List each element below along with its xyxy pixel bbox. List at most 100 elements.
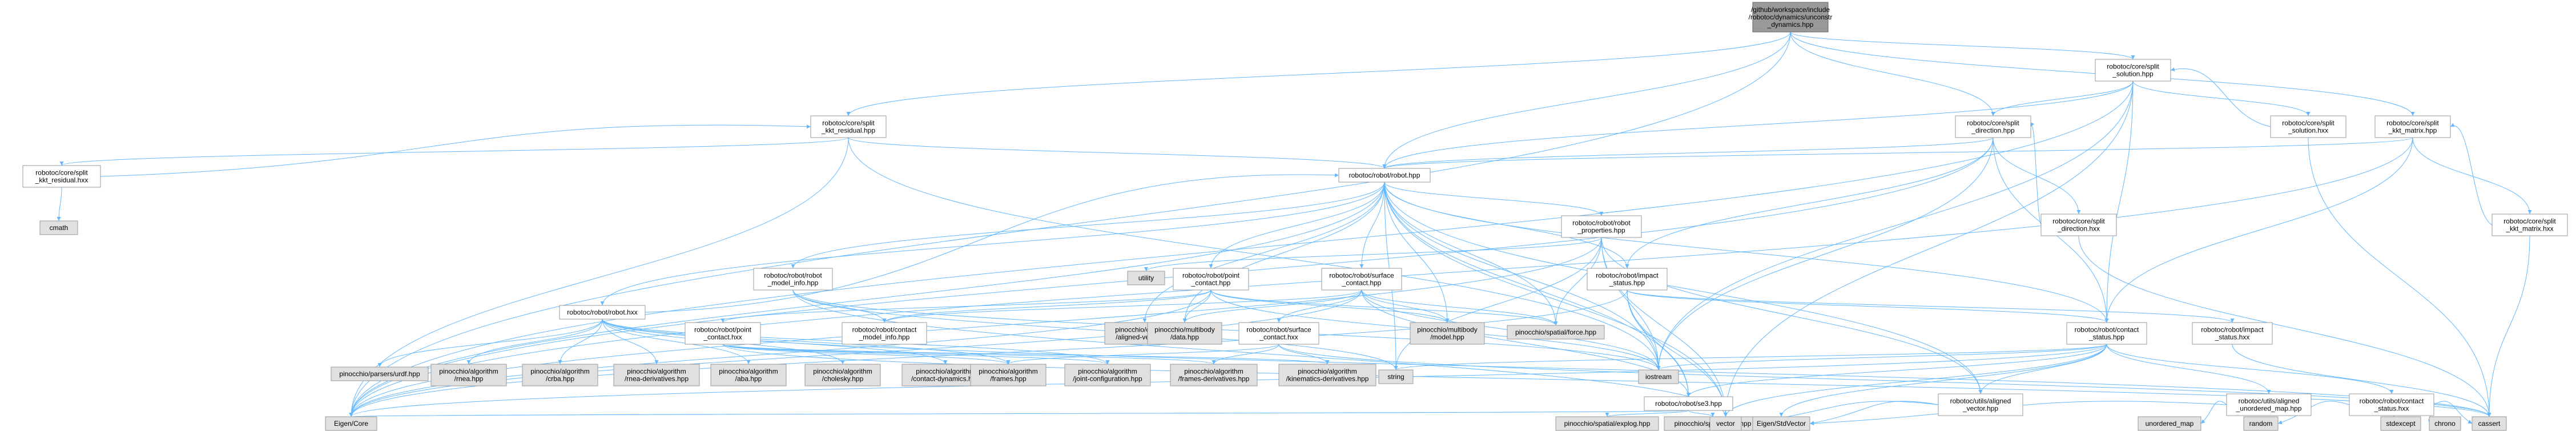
- node-kktreshxx[interactable]: robotoc/core/split_kkt_residual.hxx: [22, 165, 101, 188]
- edge-robot-to-alignedvechpp: [1384, 182, 1983, 394]
- node-robot[interactable]: robotoc/robot/robot.hpp: [1338, 168, 1431, 183]
- edge-contactstatus-to-alignedvechpp: [1978, 344, 2107, 394]
- node-label-line: /crba.hpp: [546, 375, 574, 383]
- node-rneaderiv: pinocchio/algorithm/rnea-derivatives.hpp: [613, 364, 700, 386]
- node-label-line: pinocchio/algorithm: [813, 368, 872, 376]
- node-label-line: /frames.hpp: [990, 375, 1027, 383]
- edge-impactstatushxx-to-cassert: [2232, 344, 2492, 417]
- edge-robot-to-iostream: [1384, 182, 1661, 370]
- node-contactmodelinfo[interactable]: robotoc/robot/contact_model_info.hpp: [842, 322, 927, 345]
- edge-contactstatus-to-contactstatushxx: [2106, 344, 2394, 394]
- node-label-line: pinocchio/algorithm: [916, 368, 975, 376]
- edge-robothxx-to-robot: [645, 173, 1339, 313]
- node-kktmathxx[interactable]: robotoc/core/split_kkt_matrix.hxx: [2492, 214, 2568, 236]
- node-ptcontact[interactable]: robotoc/robot/point_contact.hpp: [1173, 268, 1249, 291]
- edge-ptcontacthxx-to-kinderiv: [722, 344, 1330, 365]
- edge-root-to-kktres: [846, 31, 1791, 116]
- node-label-line: robotoc/robot/point: [694, 326, 752, 334]
- edge-robothxx-to-rneaderiv: [602, 319, 659, 365]
- edge-robot-to-se3: [1384, 182, 1690, 397]
- node-impactstatus[interactable]: robotoc/robot/impact_status.hpp: [1587, 268, 1668, 291]
- node-label-line: robotoc/robot/contact: [2075, 326, 2139, 334]
- node-alignedvechpp[interactable]: robotoc/utils/aligned_vector.hpp: [1938, 393, 2023, 416]
- node-label-line: /kinematics-derivatives.hpp: [1286, 375, 1369, 383]
- edge-robotprops-to-spforce: [1553, 237, 1602, 326]
- node-label-line: pinocchio/algorithm: [627, 368, 686, 376]
- node-alignedumap[interactable]: robotoc/utils/aligned_unordered_map.hpp: [2226, 393, 2312, 416]
- node-robotprops[interactable]: robotoc/robot/robot_properties.hpp: [1561, 215, 1642, 238]
- node-label-line: robotoc/robot/se3.hpp: [1655, 400, 1722, 408]
- edge-robot-to-mbdata: [1182, 182, 1385, 323]
- node-surfcontact[interactable]: robotoc/robot/surface_contact.hpp: [1321, 268, 1402, 291]
- node-robothxx[interactable]: robotoc/robot/robot.hxx: [559, 305, 646, 320]
- node-surfcontacthxx[interactable]: robotoc/robot/surface_contact.hxx: [1238, 322, 1319, 345]
- node-contactstatushxx[interactable]: robotoc/robot/contact_status.hxx: [2349, 393, 2434, 416]
- node-label-line: robotoc/core/split: [1967, 119, 2019, 127]
- node-splitdirhxx[interactable]: robotoc/core/split_direction.hxx: [2040, 214, 2117, 236]
- node-modelinfo[interactable]: robotoc/robot/robot_model_info.hpp: [753, 268, 833, 291]
- node-label-line: _model_info.hpp: [859, 333, 910, 341]
- node-contactstatus[interactable]: robotoc/robot/contact_status.hpp: [2066, 322, 2147, 345]
- node-box: [522, 364, 598, 386]
- edge-kktres-to-robot: [848, 137, 1387, 169]
- node-splitsolhxx[interactable]: robotoc/core/split_solution.hxx: [2270, 115, 2346, 138]
- edge-robot-to-contactstatus: [1384, 182, 2109, 323]
- node-aba: pinocchio/algorithm/aba.hpp: [710, 364, 787, 386]
- node-impactstatushxx[interactable]: robotoc/robot/impact_status.hxx: [2192, 322, 2273, 345]
- node-label-line: pinocchio/parsers/urdf.hpp: [339, 370, 420, 378]
- edge-splitdir-to-iostream: [1656, 137, 1994, 370]
- node-box: [2243, 416, 2279, 431]
- node-box: [1555, 416, 1659, 431]
- node-label-line: pinocchio/spatial/force.hpp: [1515, 328, 1596, 336]
- node-splitdir[interactable]: robotoc/core/split_direction.hpp: [1955, 115, 2031, 138]
- edge-root-to-splitsol: [1790, 31, 2135, 60]
- edge-splitsol-to-iostream: [1656, 80, 2134, 370]
- node-box: [2226, 393, 2312, 416]
- edge-alignedvechpp-to-stdvector: [1809, 401, 1939, 425]
- node-mbmodel: pinocchio/multibody/model.hpp: [1410, 322, 1485, 345]
- edge-root-to-robot: [1382, 31, 1791, 169]
- node-label-line: pinocchio/multibody: [1417, 326, 1477, 334]
- edge-modelinfo-to-vector: [792, 289, 1728, 417]
- node-label-line: vector: [1716, 420, 1735, 428]
- node-box: [753, 268, 833, 291]
- node-kktmat[interactable]: robotoc/core/split_kkt_matrix.hpp: [2374, 115, 2451, 138]
- node-label-line: utility: [1138, 274, 1154, 282]
- edge-ptcontacthxx-to-framesderiv: [722, 344, 1216, 365]
- edge-surfcontact-to-mbmodel: [1361, 289, 1450, 323]
- node-box: [1561, 215, 1642, 238]
- edge-robotprops-to-utility: [1144, 237, 1602, 272]
- node-label-line: /cholesky.hpp: [822, 375, 864, 383]
- node-splitsol[interactable]: robotoc/core/split_solution.hpp: [2095, 59, 2171, 82]
- edge-modelinfo-to-iostream: [792, 289, 1661, 370]
- node-se3[interactable]: robotoc/robot/se3.hpp: [1644, 396, 1733, 411]
- node-label-line: _properties.hpp: [1577, 227, 1625, 235]
- node-label-line: robotoc/core/split: [2503, 217, 2556, 225]
- node-box: [1938, 393, 2023, 416]
- node-box: [22, 165, 101, 188]
- node-frames: pinocchio/algorithm/frames.hpp: [970, 364, 1046, 386]
- node-ptcontacthxx[interactable]: robotoc/robot/point_contact.hxx: [685, 322, 761, 345]
- node-umap: unordered_map: [2138, 416, 2201, 431]
- node-label-line: _contact.hxx: [703, 333, 742, 341]
- node-box: [1709, 416, 1742, 431]
- node-box: [1278, 364, 1376, 386]
- node-label-line: robotoc/robot/impact: [1596, 272, 1659, 280]
- edge-splitsolhxx-to-splitsol: [2170, 67, 2271, 127]
- node-label-line: pinocchio/algorithm: [1078, 368, 1137, 376]
- node-box: [1064, 364, 1151, 386]
- node-label-line: robotoc/core/split: [822, 119, 875, 127]
- node-label-line: robotoc/robot/surface: [1329, 272, 1394, 280]
- node-kktres[interactable]: robotoc/core/split_kkt_residual.hpp: [810, 115, 887, 138]
- node-label-line: robotoc/robot/robot: [764, 272, 822, 280]
- edge-surfcontact-to-contactmodelinfo: [882, 289, 1362, 323]
- node-label-line: cassert: [2478, 420, 2501, 428]
- node-label-line: pinocchio/spatial/explog.hpp: [1564, 420, 1651, 428]
- node-stdexcept: stdexcept: [2380, 416, 2421, 431]
- node-label-line: _contact.hxx: [1259, 333, 1298, 341]
- node-label-line: robotoc/core/split: [35, 169, 88, 177]
- edge-splitsol-to-eigencore: [349, 80, 2134, 417]
- node-eigencore: Eigen/Core: [325, 416, 377, 431]
- node-box: [810, 115, 887, 138]
- node-label-line: _kkt_residual.hpp: [821, 127, 875, 135]
